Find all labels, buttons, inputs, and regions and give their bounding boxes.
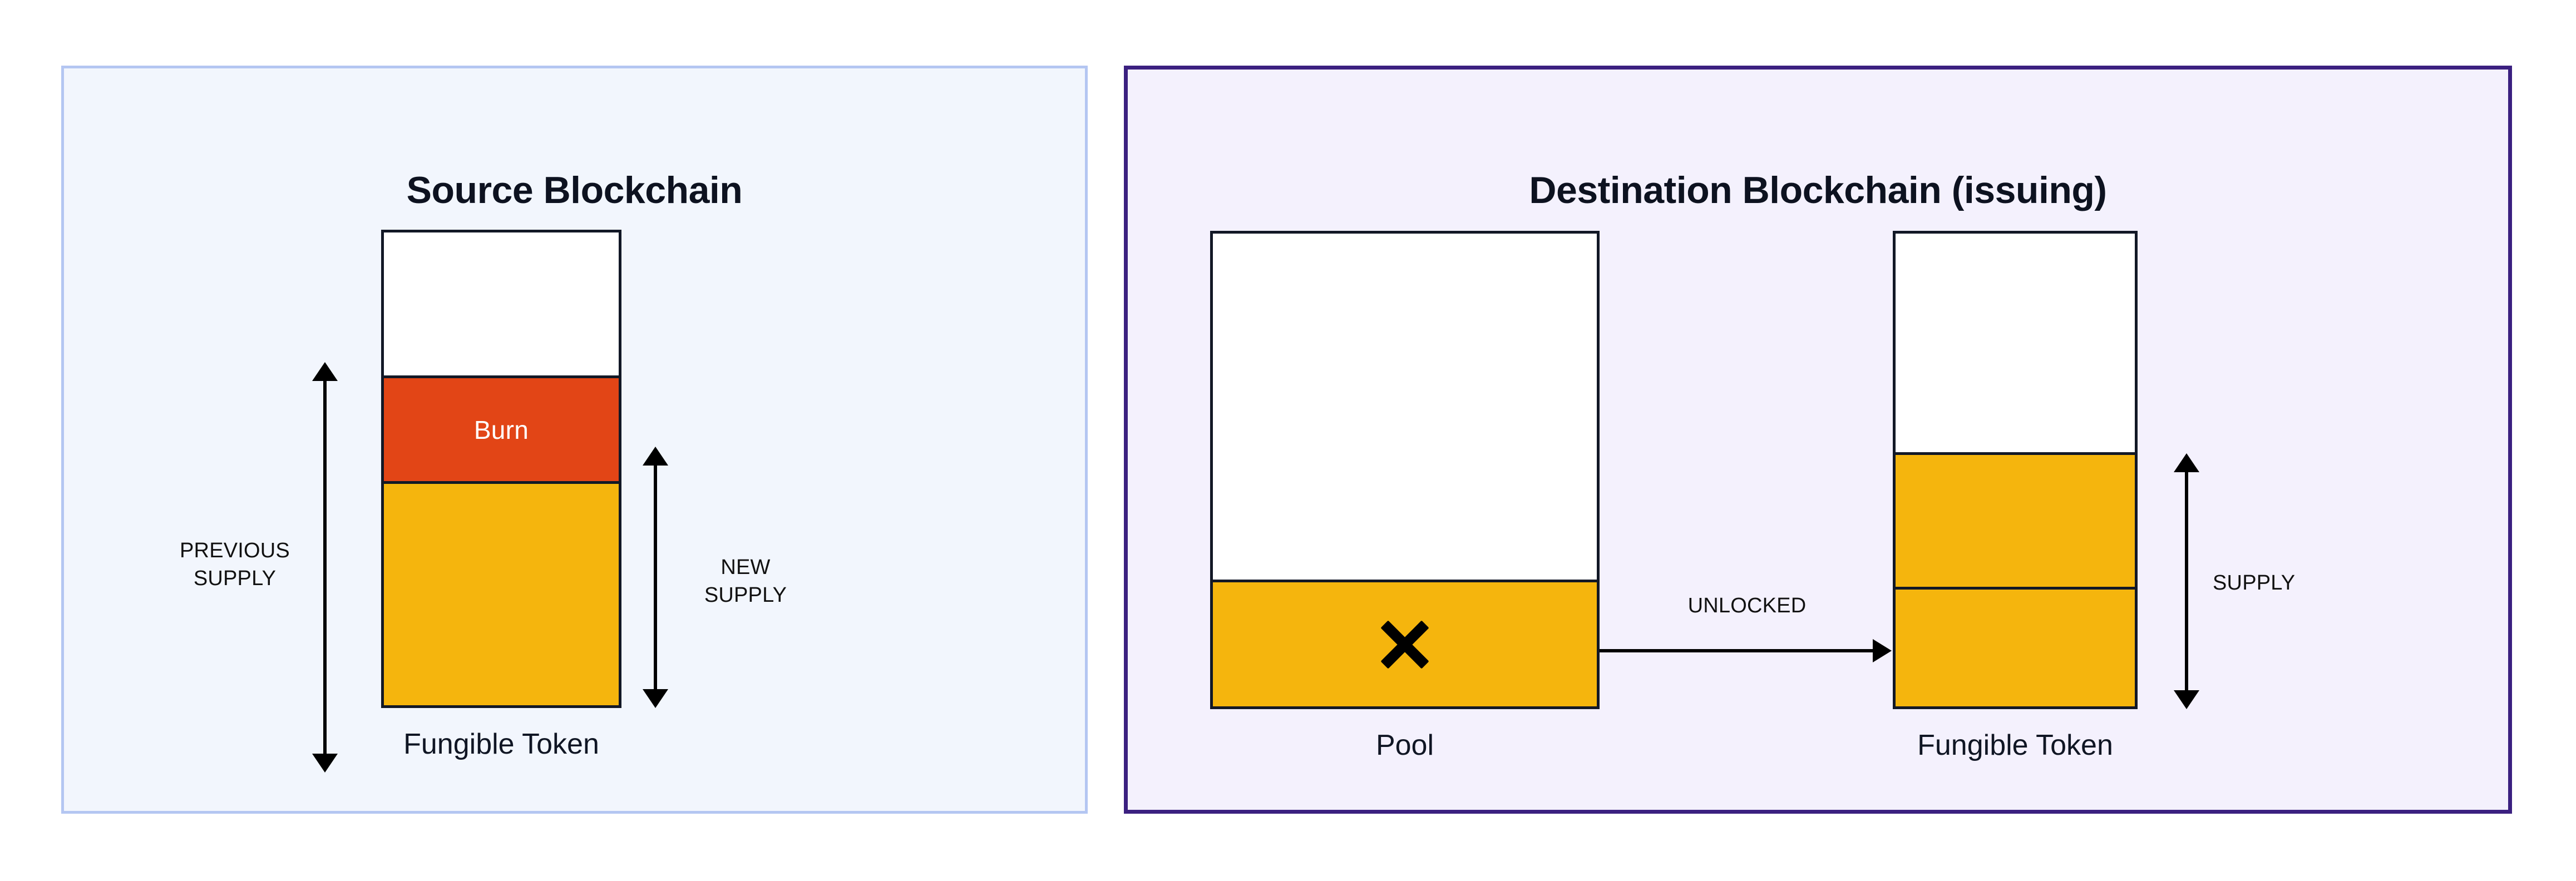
source-fungible-token-bar: Burn Fungible Token [381,230,621,760]
bar-segment-existing-supply [1896,452,2135,587]
pool-caption: Pool [1375,729,1434,761]
unlocked-flow-label: UNLOCKED [1687,594,1807,617]
bar-segment-burn: Burn [384,375,619,481]
destination-fungible-token-bar: Fungible Token [1893,231,2138,761]
arrow-shaft [2185,468,2188,695]
arrow-head-right-icon [1873,639,1892,662]
supply-measure-arrow [2174,453,2199,709]
source-blockchain-panel: Source Blockchain PREVIOUS SUPPLY Burn F… [61,66,1088,814]
destination-blockchain-panel: Destination Blockchain (issuing) Pool Fu… [1124,66,2512,814]
arrow-head-down-icon [312,754,338,773]
bar-segment-new-supply [384,481,619,705]
arrow-head-down-icon [643,689,668,708]
x-mark-icon [1379,619,1430,670]
arrow-head-down-icon [2174,690,2199,709]
arrow-shaft [1600,649,1875,652]
unlocked-flow-arrow [1600,639,1892,662]
arrow-shaft [654,461,657,694]
arrow-shaft [323,377,327,758]
previous-supply-measure-arrow [312,362,338,773]
destination-token-caption: Fungible Token [1917,729,2113,761]
new-supply-measure-arrow [643,447,668,708]
new-supply-label: NEW SUPPLY [704,556,787,607]
source-panel-title: Source Blockchain [406,169,743,211]
bar-segment-pool-locked [1213,580,1597,706]
pool-bar: Pool [1210,231,1600,761]
source-token-caption: Fungible Token [403,728,599,760]
bar-segment-empty [1896,234,2135,452]
bar-segment-empty [1213,234,1597,580]
burn-segment-label: Burn [473,415,529,444]
bar-segment-empty [384,232,619,375]
destination-panel-title: Destination Blockchain (issuing) [1529,169,2107,211]
previous-supply-label: PREVIOUS SUPPLY [180,539,290,591]
supply-label: SUPPLY [2213,571,2296,595]
bar-segment-unlocked-supply [1896,587,2135,706]
